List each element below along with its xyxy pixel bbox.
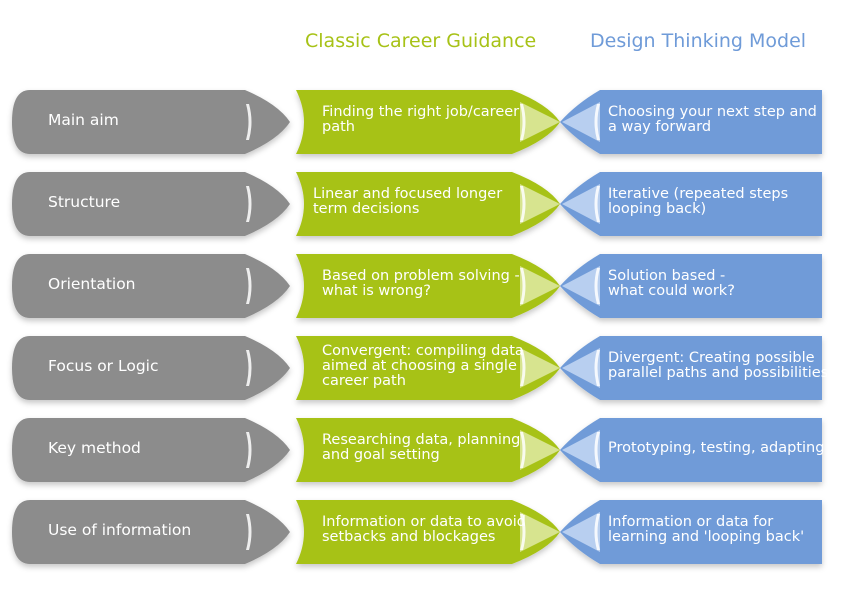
design-arrow-tip	[562, 430, 600, 470]
classic-text-line: what is wrong?	[322, 283, 431, 299]
bracket-detail	[520, 432, 526, 468]
design-shape	[560, 172, 822, 236]
classic-text-line: Researching data, planning	[322, 432, 521, 448]
design-text-line: Choosing your next step and	[608, 104, 817, 120]
classic-text-line: Linear and focused longer	[313, 186, 503, 202]
classic-text-line: Convergent: compiling data	[322, 342, 524, 359]
bracket-detail	[594, 514, 600, 550]
design-arrow-tip	[562, 348, 600, 388]
bracket-detail	[594, 432, 600, 468]
design-text-line: Information or data for	[608, 514, 774, 530]
classic-text-line: career path	[322, 372, 406, 389]
bracket-detail	[594, 104, 600, 140]
design-text-line: a way forward	[608, 119, 712, 135]
design-shape	[560, 336, 822, 400]
classic-arrow-tip	[520, 102, 560, 142]
bracket-detail	[520, 268, 526, 304]
design-text-line: Solution based -	[608, 268, 726, 284]
design-thinking-model-title: Design Thinking Model	[590, 30, 807, 52]
classic-shape	[296, 336, 560, 400]
bracket-detail	[520, 514, 526, 550]
classic-arrow-tip	[520, 430, 560, 470]
row-label-shape	[12, 336, 290, 400]
design-arrow-tip	[562, 184, 600, 224]
classic-shape	[296, 172, 560, 236]
design-text-line: learning and 'looping back'	[608, 529, 805, 545]
classic-text-line: and goal setting	[322, 447, 440, 463]
classic-text-line: setbacks and blockages	[322, 529, 496, 545]
row-label-text: Structure	[48, 193, 121, 211]
bracket-detail	[520, 104, 526, 140]
bracket-detail	[246, 350, 252, 386]
classic-text-line: Based on problem solving -	[322, 268, 520, 284]
design-shape	[560, 500, 822, 564]
bracket-detail	[246, 268, 252, 304]
design-text-line: looping back)	[608, 201, 707, 217]
classic-arrow-tip	[520, 512, 560, 552]
bracket-detail	[520, 350, 526, 386]
classic-shape	[296, 90, 560, 154]
design-arrow-tip	[562, 512, 600, 552]
classic-arrow-tip	[520, 348, 560, 388]
classic-text-line: Finding the right job/career	[322, 104, 520, 120]
classic-career-guidance-title: Classic Career Guidance	[305, 30, 537, 52]
row-label-shape	[12, 172, 290, 236]
design-shape	[560, 418, 822, 482]
bracket-detail	[520, 186, 526, 222]
classic-shape	[296, 254, 560, 318]
row-label-text: Use of information	[48, 521, 192, 539]
classic-text-line: term decisions	[313, 201, 420, 217]
bracket-detail	[246, 186, 252, 222]
classic-text: Based on problem solving -what is wrong?	[322, 269, 520, 299]
bracket-detail	[594, 350, 600, 386]
classic-shape	[296, 500, 560, 564]
bracket-detail	[246, 514, 252, 550]
row-label-text: Focus or Logic	[48, 357, 159, 375]
design-text-line: parallel paths and possibilities	[608, 365, 829, 381]
classic-shape	[296, 418, 560, 482]
classic-arrow-tip	[520, 184, 560, 224]
classic-text-line: Information or data to avoid	[322, 514, 526, 530]
row-label-shape	[12, 418, 290, 482]
row-label-shape	[12, 254, 290, 318]
classic-text-line: path	[322, 119, 355, 135]
design-text-line: Iterative (repeated steps	[608, 186, 789, 202]
design-text-line: what could work?	[608, 283, 735, 299]
design-text: Prototyping, testing, adapting	[608, 439, 825, 456]
design-text: Solution based -what could work?	[608, 269, 735, 299]
row-label-text: Orientation	[48, 275, 136, 293]
design-arrow-tip	[562, 102, 600, 142]
bracket-detail	[246, 432, 252, 468]
row-label-text: Key method	[48, 439, 141, 457]
classic-arrow-tip	[520, 266, 560, 306]
classic-text-line: aimed at choosing a single	[322, 357, 517, 374]
bracket-detail	[594, 186, 600, 222]
design-arrow-tip	[562, 266, 600, 306]
design-shape	[560, 254, 822, 318]
bracket-detail	[246, 104, 252, 140]
row-label-shape	[12, 90, 290, 154]
row-label-shape	[12, 500, 290, 564]
row-label-text: Main aim	[48, 111, 119, 129]
bracket-detail	[594, 268, 600, 304]
design-shape	[560, 90, 822, 154]
design-text-line: Divergent: Creating possible	[608, 350, 815, 366]
design-text-line: Prototyping, testing, adapting	[608, 439, 825, 456]
